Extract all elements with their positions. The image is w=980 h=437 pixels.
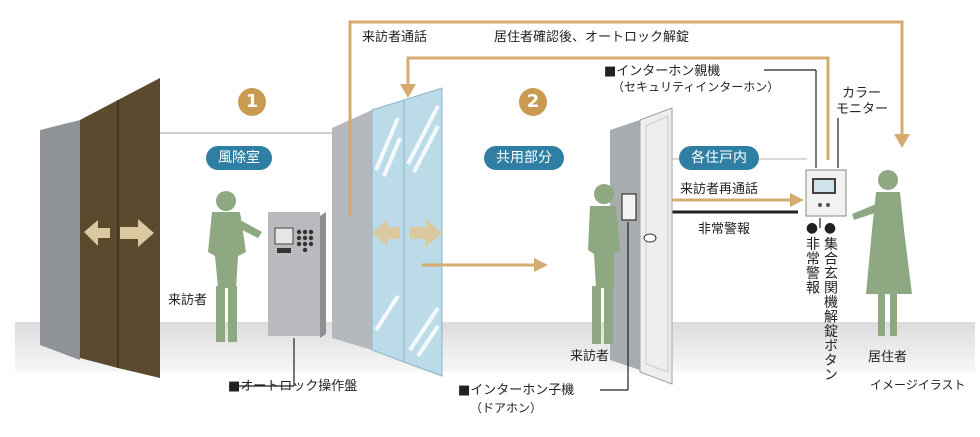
label-vertical-unlock-button: ●集合玄関機解錠ボタン <box>822 220 838 382</box>
arrow-heads <box>400 84 910 272</box>
left-door-frame <box>40 120 80 360</box>
autolock-panel-screen <box>274 227 294 245</box>
label-color-monitor-2: モニター <box>836 102 889 117</box>
unit-door-panel <box>639 107 673 385</box>
area-windbreak-room: 風除室 <box>206 146 272 170</box>
door-intercom-unit <box>621 193 637 221</box>
resident-figure <box>852 170 912 336</box>
label-autolock-panel: ■オートロック操作盤 <box>228 379 358 394</box>
label-door-unit: ■インターホン子機 <box>458 383 575 398</box>
area-each-unit: 各住戸内 <box>679 146 759 170</box>
label-visitor-right: 来訪者 <box>570 349 610 364</box>
glass-right-arrow-icon <box>410 219 442 247</box>
label-visitor-left: 来訪者 <box>168 293 208 308</box>
label-door-unit-sub: （ドアホン） <box>470 401 543 415</box>
label-color-monitor-1: カラー <box>842 86 882 101</box>
label-resident: 居住者 <box>868 350 908 365</box>
label-visitor-recall: 来訪者再通話 <box>680 182 759 197</box>
step-2-badge: 2 <box>519 88 547 116</box>
visitor-figure-right <box>588 184 620 344</box>
label-unlock-after-confirm: 居住者確認後、オートロック解錠 <box>494 30 690 45</box>
left-arrow-icon <box>84 220 110 246</box>
step-1-badge: 1 <box>238 88 266 116</box>
label-image-illustration: イメージイラスト <box>870 378 966 392</box>
label-emergency-alarm: 非常警報 <box>698 222 751 237</box>
floor-band <box>15 322 975 372</box>
door-knob <box>643 233 657 243</box>
label-visitor-call: 来訪者通話 <box>362 30 428 45</box>
autolock-keypad <box>277 229 314 253</box>
right-arrow-icon <box>120 219 154 247</box>
label-vertical-emergency: ●非常警報 <box>804 220 820 295</box>
area-common: 共用部分 <box>484 146 564 170</box>
glass-left-arrow-icon <box>372 219 400 247</box>
label-master-unit-sub: （セキュリティインターホン） <box>612 80 780 94</box>
label-master-unit: ■インターホン親機 <box>604 64 721 79</box>
back-wall-line <box>160 132 335 134</box>
glass-door-frame <box>332 110 372 350</box>
unit-door-frame <box>610 120 640 370</box>
visitor-figure-left <box>208 191 262 342</box>
autolock-panel-side <box>320 212 326 338</box>
